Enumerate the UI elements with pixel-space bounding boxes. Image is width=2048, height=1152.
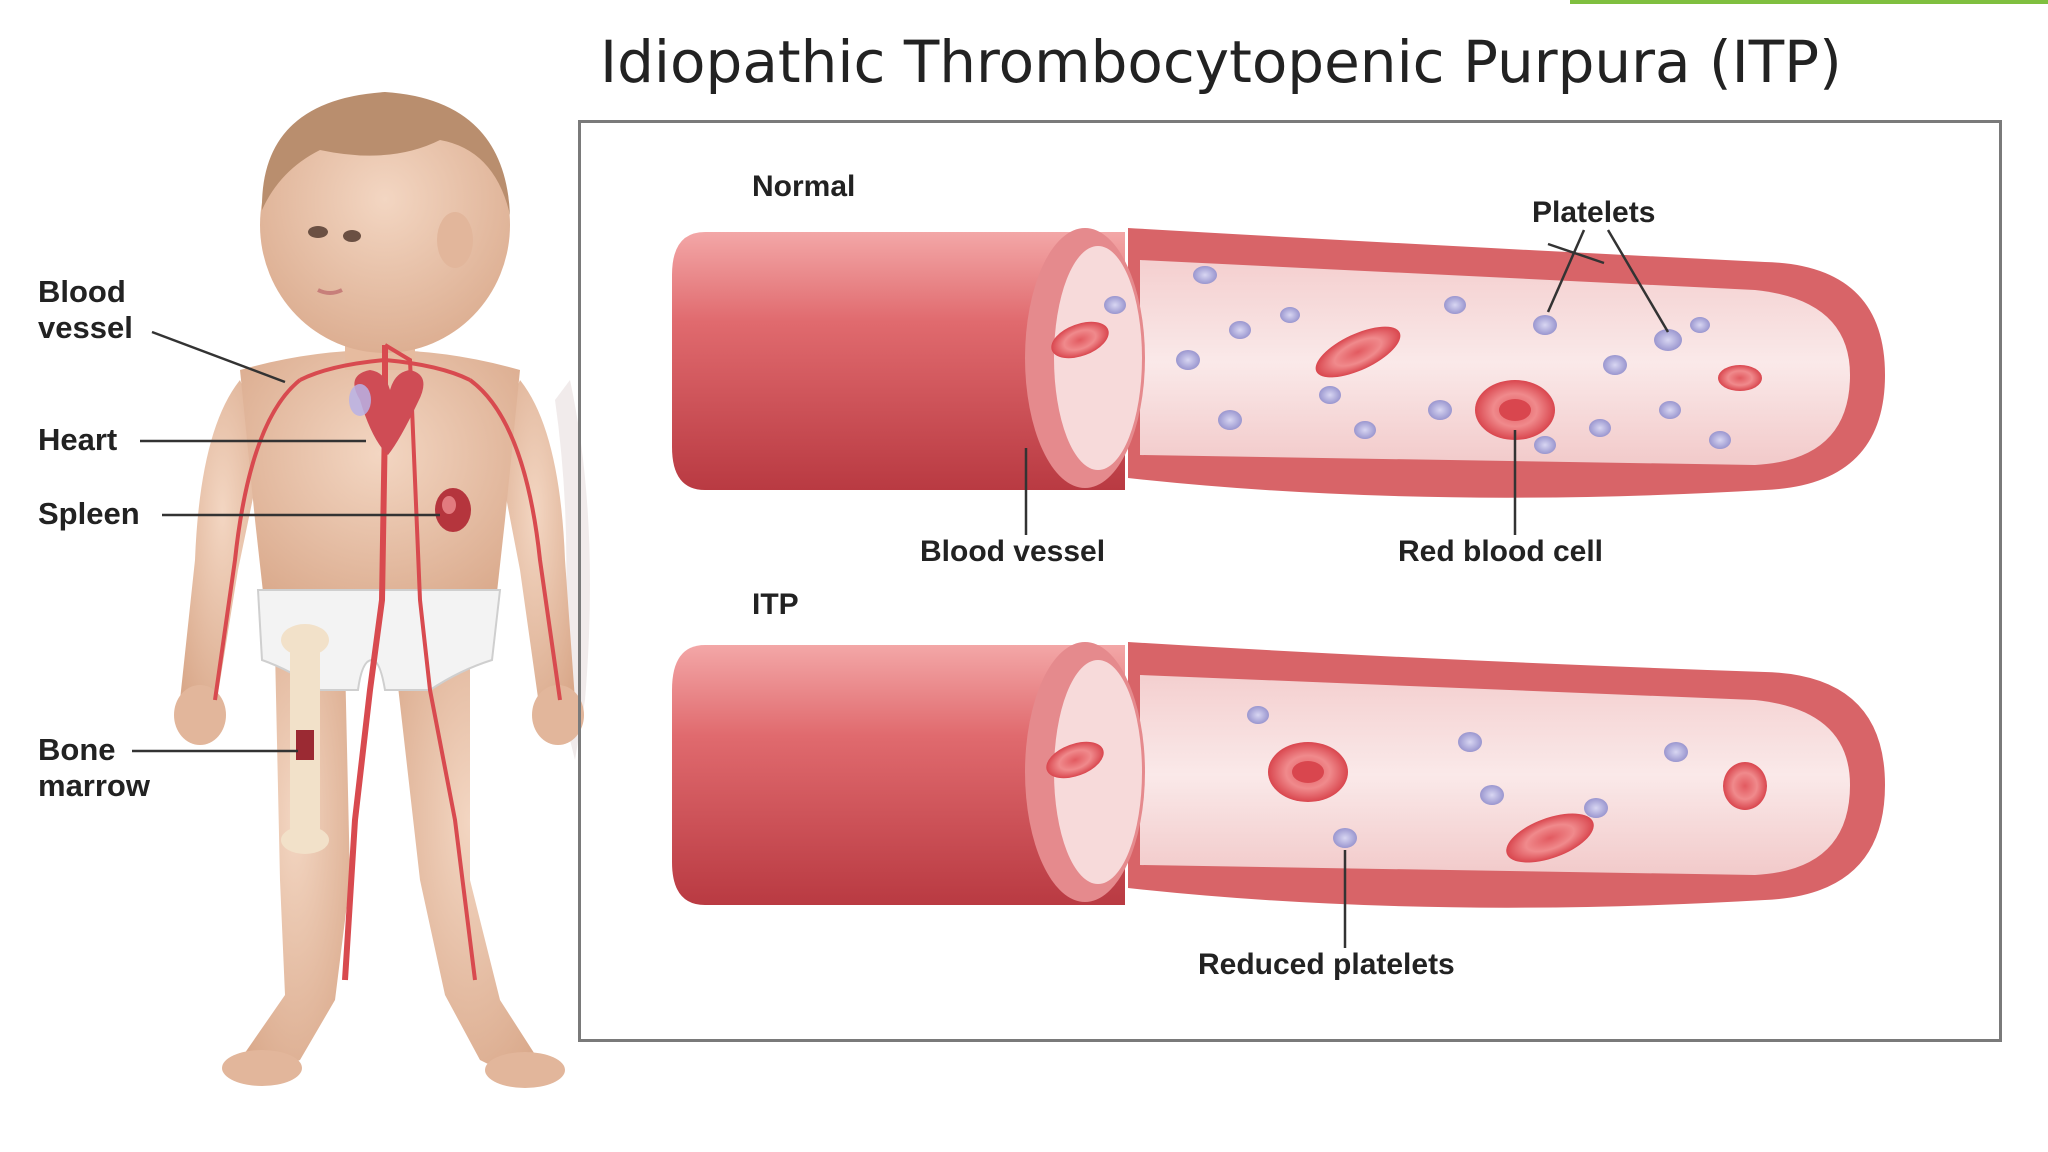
heart-organ — [349, 370, 424, 455]
bone-marrow-label-line2: marrow — [38, 768, 150, 803]
platelets-leader-a — [1546, 229, 1586, 313]
platelets-label: Platelets — [1532, 196, 1656, 229]
blood-vessel-label-line1: Blood — [38, 274, 126, 309]
blood-vessel-panel-label: Blood vessel — [920, 535, 1106, 568]
platelets-leader-b — [1547, 242, 1605, 265]
bone-marrow-label: Bone marrow — [38, 732, 150, 804]
blood-vessel-label-line2: vessel — [38, 310, 133, 345]
diagram-title: Idiopathic Thrombocytopenic Purpura (ITP… — [600, 28, 1842, 96]
reduced-platelets-label: Reduced platelets — [1198, 948, 1455, 981]
spleen-organ — [435, 488, 471, 532]
normal-vessel — [672, 228, 1885, 498]
spleen-label: Spleen — [38, 496, 140, 531]
heart-label: Heart — [38, 422, 118, 457]
platelets-leader-c — [1606, 229, 1670, 333]
accent-strip — [1570, 0, 2048, 4]
bone-marrow-label-line1: Bone — [38, 732, 116, 767]
normal-heading: Normal — [752, 170, 856, 203]
red-blood-cell-label: Red blood cell — [1398, 535, 1604, 568]
itp-heading: ITP — [752, 588, 799, 621]
blood-vessel-label: Blood vessel — [38, 274, 133, 346]
blood-vessel-leader — [151, 330, 286, 384]
itp-vessel — [672, 642, 1885, 908]
bone-marrow-organ — [281, 624, 329, 854]
vessel-comparison-panel — [578, 120, 2002, 1042]
child-figure — [174, 92, 590, 1088]
